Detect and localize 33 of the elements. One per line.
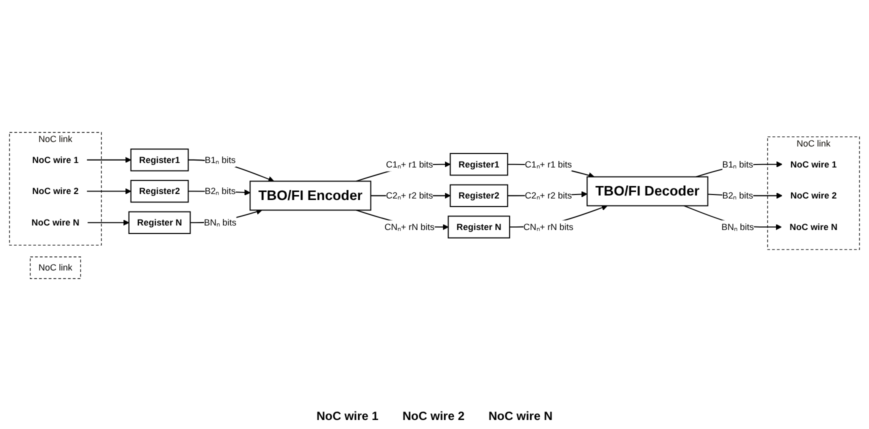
node-text: NoC wire 2 bbox=[32, 186, 79, 196]
edge-label: CNₙ+ rN bits bbox=[523, 222, 574, 232]
edge-label: B1ₙ bits bbox=[204, 154, 236, 165]
edge-label: C2ₙ+ r2 bits bbox=[386, 190, 434, 201]
edge-label: C2ₙ+ r2 bits bbox=[524, 190, 572, 201]
wire-label: NoC wire 2 bbox=[402, 409, 464, 423]
arrow bbox=[86, 188, 132, 194]
edge-label: BNₙ bits bbox=[722, 222, 754, 232]
node-text: NoC wire N bbox=[32, 217, 80, 228]
edge-label: B2ₙ bits bbox=[722, 190, 754, 201]
node-text: NoC wire 1 bbox=[790, 159, 837, 170]
node-text: NoC wire N bbox=[790, 222, 838, 232]
node-box: NoC link bbox=[30, 256, 81, 279]
arrow bbox=[86, 156, 132, 163]
node-box: TBO/FI Encoder bbox=[250, 180, 372, 211]
node-text: NoC wire 2 bbox=[790, 190, 837, 201]
edge-label: C1ₙ+ r1 bits bbox=[524, 159, 572, 170]
node-box: Register N bbox=[448, 216, 510, 238]
node-box: Register2 bbox=[450, 184, 508, 208]
wire-label: NoC wire 1 bbox=[316, 409, 378, 423]
arrow bbox=[88, 220, 130, 226]
node-box: Register N bbox=[128, 211, 191, 234]
edge-label: C1ₙ+ r1 bits bbox=[386, 159, 434, 170]
node-box: Register1 bbox=[130, 148, 189, 172]
edge-label: B2ₙ bits bbox=[204, 186, 236, 196]
node-box: TBO/FI Decoder bbox=[586, 176, 708, 206]
node-text: NoC wire 1 bbox=[32, 154, 79, 165]
node-box: Register2 bbox=[130, 180, 189, 203]
edge-label: B1ₙ bits bbox=[722, 159, 754, 170]
wire-label: NoC wire N bbox=[488, 409, 553, 423]
edge-label: CNₙ+ rN bits bbox=[384, 222, 434, 232]
node-box: Register1 bbox=[450, 152, 508, 176]
edge-label: BNₙ bits bbox=[204, 217, 236, 228]
